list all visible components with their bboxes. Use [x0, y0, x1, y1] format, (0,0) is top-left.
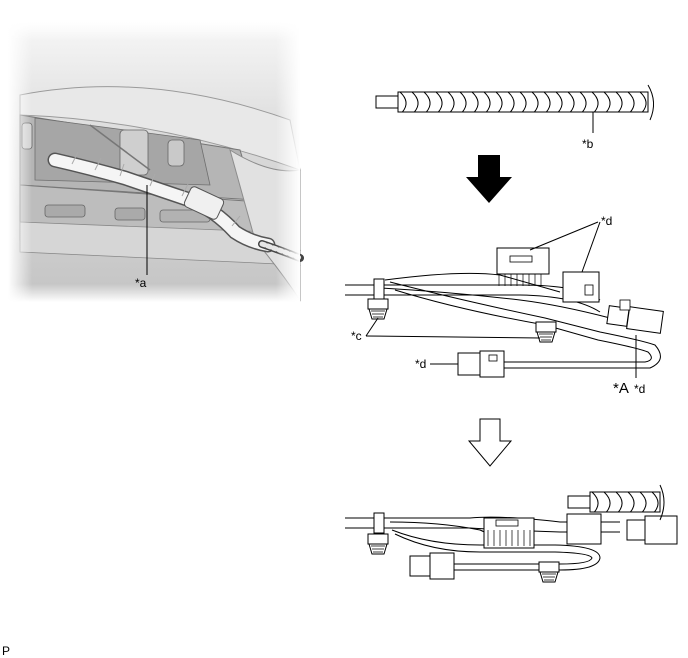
rope-twist	[399, 91, 407, 113]
rope-twist	[603, 491, 611, 513]
rope-twist	[519, 91, 527, 113]
label-d-top: *d	[601, 214, 612, 228]
rope-twist	[627, 491, 635, 513]
label-a: *a	[135, 276, 147, 290]
rope-twist	[615, 491, 623, 513]
label-c: *c	[351, 329, 362, 343]
rope-twist	[555, 91, 563, 113]
rope-twist	[627, 91, 635, 113]
rope-twist	[471, 91, 479, 113]
rope-twist	[639, 91, 647, 113]
label-d-right: *d	[634, 382, 645, 396]
rope-twist	[531, 91, 539, 113]
rope-twist	[579, 91, 587, 113]
rope-twist	[507, 91, 515, 113]
harness-middle	[345, 247, 664, 378]
rope-twist	[567, 91, 575, 113]
step-arrow-solid	[466, 155, 512, 203]
rope-twist	[495, 91, 503, 113]
rope-twist	[435, 91, 443, 113]
rope-twist	[543, 91, 551, 113]
harness-bottom	[345, 484, 678, 583]
rope-twist	[639, 491, 647, 513]
rope-twist	[483, 91, 491, 113]
step-arrow-outline	[467, 418, 513, 467]
footer-mark: P	[2, 644, 10, 658]
label-d-left: *d	[415, 357, 426, 371]
label-A: *A	[613, 380, 629, 397]
rope-twist	[423, 91, 431, 113]
rope-twist	[411, 91, 419, 113]
leader-d-top-2	[581, 221, 601, 273]
leader-c-2	[365, 317, 379, 337]
leader-c	[365, 335, 541, 339]
twisted-rope	[375, 84, 654, 121]
rope-twist	[615, 91, 623, 113]
rope-twist	[651, 491, 659, 513]
label-b: *b	[582, 137, 594, 151]
rope-twist	[603, 91, 611, 113]
rope-twist	[459, 91, 467, 113]
leader-d-top-1	[529, 221, 599, 251]
rope-twist	[591, 491, 599, 513]
vehicle-interior-illustration	[8, 22, 304, 302]
rope-twist	[591, 91, 599, 113]
rope-twist	[447, 91, 455, 113]
